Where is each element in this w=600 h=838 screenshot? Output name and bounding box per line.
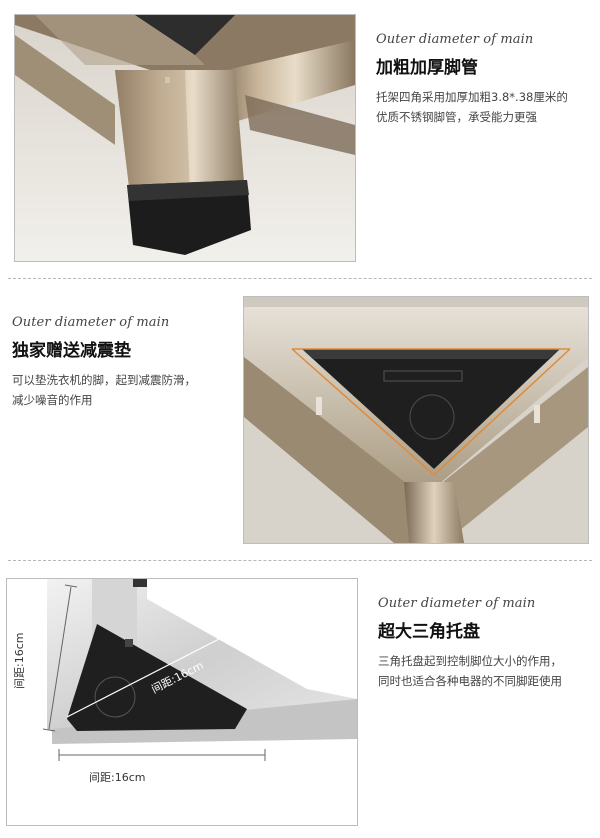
- section-3-text: Outer diameter of main 超大三角托盘 三角托盘起到控制脚位…: [378, 596, 562, 691]
- section-1-desc-line-1: 托架四角采用加厚加粗3.8*.38厘米的: [376, 90, 568, 104]
- section-1-description: 托架四角采用加厚加粗3.8*.38厘米的 优质不锈钢脚管，承受能力更强: [376, 87, 568, 127]
- section-2-description: 可以垫洗衣机的脚，起到减震防滑， 减少噪音的作用: [12, 370, 196, 410]
- section-1-text: Outer diameter of main 加粗加厚脚管 托架四角采用加厚加粗…: [376, 32, 568, 127]
- section-3-description: 三角托盘起到控制脚位大小的作用， 同时也适合各种电器的不同脚距使用: [378, 651, 562, 691]
- triangle-tray-photo: 间距:16cm 间距:16cm 间距:16cm: [6, 578, 358, 826]
- section-2-script-title: Outer diameter of main: [12, 315, 170, 330]
- vertical-spacing-label: 间距:16cm: [13, 632, 26, 689]
- section-3-desc-line-1: 三角托盘起到控制脚位大小的作用，: [378, 654, 562, 668]
- section-1-script-title: Outer diameter of main: [376, 32, 534, 47]
- steel-leg-photo: [14, 14, 356, 262]
- section-2-desc-line-1: 可以垫洗衣机的脚，起到减震防滑，: [12, 373, 196, 387]
- shock-pad-photo: [243, 296, 589, 544]
- section-3-heading: 超大三角托盘: [378, 622, 480, 642]
- horizontal-spacing-label: 间距:16cm: [89, 771, 146, 784]
- section-2-desc-line-2: 减少噪音的作用: [12, 393, 93, 407]
- section-1-desc-line-2: 优质不锈钢脚管，承受能力更强: [376, 110, 537, 124]
- section-divider-2: [8, 560, 592, 561]
- section-2-heading: 独家赠送减震垫: [12, 341, 131, 361]
- section-3-script-title: Outer diameter of main: [378, 596, 536, 611]
- section-3-desc-line-2: 同时也适合各种电器的不同脚距使用: [378, 674, 562, 688]
- section-2-text: Outer diameter of main 独家赠送减震垫 可以垫洗衣机的脚，…: [12, 315, 196, 410]
- section-divider-1: [8, 278, 592, 279]
- section-1-heading: 加粗加厚脚管: [376, 58, 478, 78]
